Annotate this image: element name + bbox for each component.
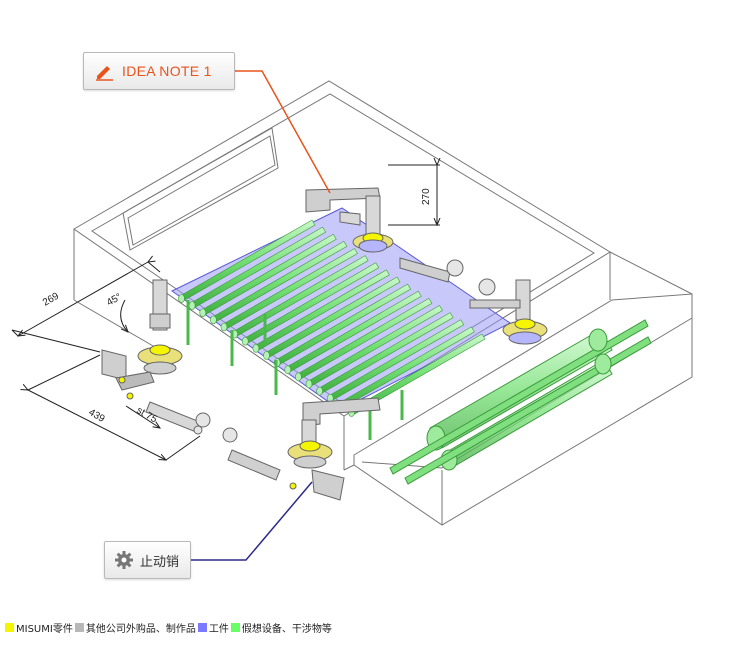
legend-swatch-virtual — [230, 622, 240, 632]
gripper-right — [399, 257, 548, 345]
rod-end — [305, 379, 313, 389]
legend-label-virtual: 假想设备、干涉物等 — [241, 623, 332, 635]
gear-icon — [115, 551, 133, 569]
virtual-tubes — [389, 319, 652, 485]
legend-label-misumi: MISUMI零件 — [16, 623, 73, 635]
support-posts — [186, 300, 404, 440]
rod-end — [210, 315, 217, 325]
stop-pin-label: 止动销 — [140, 554, 180, 570]
idea-note-button[interactable]: IDEA NOTE 1 — [83, 52, 235, 90]
idea-note-label: IDEA NOTE 1 — [122, 63, 212, 79]
gripper-top — [305, 187, 394, 253]
dimension-lines — [11, 165, 440, 460]
dim-angle: 45° — [105, 292, 124, 309]
color-legend: MISUMI零件 其他公司外购品、制作品 工件 假想设备、干涉物等 — [3, 620, 332, 635]
legend-label-workpiece: 工件 — [208, 623, 229, 635]
idea-note-leader — [235, 70, 331, 194]
gripper-bottom — [222, 397, 381, 501]
rod-end — [241, 336, 249, 346]
dim-439: 439 — [87, 407, 107, 425]
rod-end — [263, 351, 270, 360]
rod-end — [316, 386, 323, 396]
legend-swatch-misumi — [5, 622, 14, 632]
virtual-rods — [178, 219, 486, 417]
legend-swatch-other — [74, 622, 84, 632]
stop-pin-leader — [191, 481, 313, 561]
rod-end — [220, 322, 228, 332]
rod-end — [199, 308, 207, 318]
rod-end — [252, 344, 260, 353]
dim-270: 270 — [421, 188, 432, 205]
rod-end — [188, 301, 196, 310]
dim-269: 269 — [41, 291, 61, 309]
rod-end — [284, 365, 292, 375]
rod-end — [295, 372, 302, 382]
legend-swatch-workpiece — [197, 622, 207, 632]
pencil-icon — [96, 66, 113, 81]
stop-pin-button[interactable]: 止动销 — [104, 541, 191, 579]
rod-end — [178, 294, 185, 303]
legend-label-other: 其他公司外购品、制作品 — [85, 623, 196, 635]
